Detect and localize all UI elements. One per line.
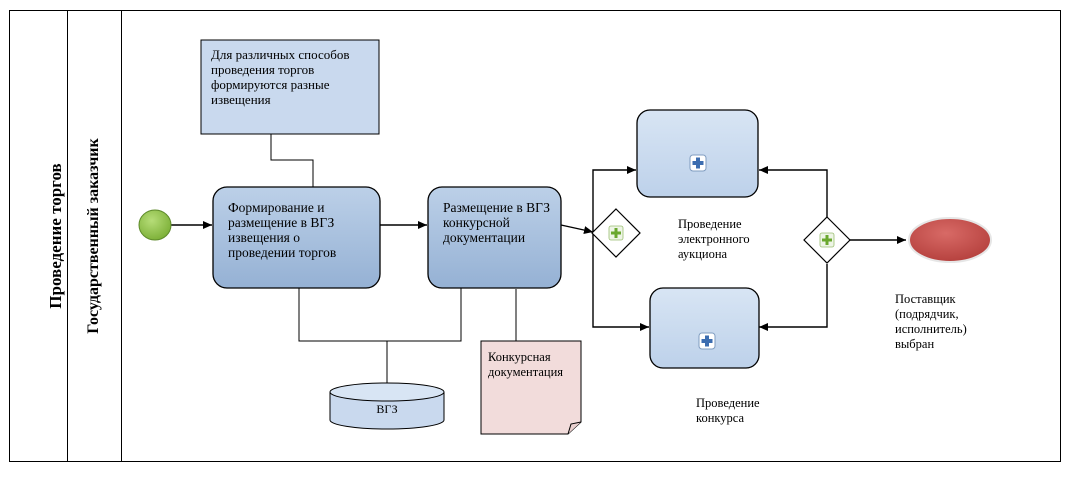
assoc-datastore [298, 288, 462, 342]
gateway-plus-icon [608, 225, 624, 241]
flow-tender-to-join [759, 264, 828, 331]
end-event [908, 217, 992, 263]
gateway-split [591, 208, 641, 258]
data-store [329, 382, 445, 430]
document-label: Конкурсная документация [488, 350, 564, 379]
end-event-label: Поставщик (подрядчик, исполнитель) выбра… [895, 292, 967, 351]
task-form-notice [212, 186, 381, 289]
flow-auction-to-join [759, 166, 828, 219]
start-event [138, 209, 172, 241]
lane-label: Государственный заказчик [85, 138, 102, 334]
assoc-annotation [270, 134, 314, 187]
gateway-plus-icon [819, 232, 835, 248]
subprocess-label-tender: Проведение конкурса [696, 396, 760, 425]
flow-publish-to-gateway [560, 224, 594, 234]
plus-icon [698, 332, 716, 350]
subprocess-electronic-auction [636, 109, 759, 198]
associations [270, 134, 517, 383]
pool-frame [9, 10, 1061, 462]
flow-split-to-tender [592, 232, 649, 331]
document-fold [567, 421, 582, 435]
flow-split-to-auction [592, 166, 636, 232]
subprocess-label-electronic-auction: Проведение электронного аукциона [678, 217, 750, 261]
pool-label: Проведение торгов [46, 163, 65, 309]
plus-icon [689, 154, 707, 172]
subprocess-tender [649, 287, 760, 369]
sequence-flows [171, 166, 906, 331]
data-store-label: ВГЗ [376, 402, 398, 416]
task-label-form-notice: Формирование и размещение в ВГЗ извещени… [228, 200, 337, 260]
annotation-text: Для различных способов проведения торгов… [211, 47, 350, 107]
gateway-join [803, 216, 851, 264]
task-label-publish-docs: Размещение в ВГЗ конкурсной документации [443, 200, 551, 245]
annotation-box [200, 39, 380, 135]
task-publish-docs [427, 186, 562, 289]
